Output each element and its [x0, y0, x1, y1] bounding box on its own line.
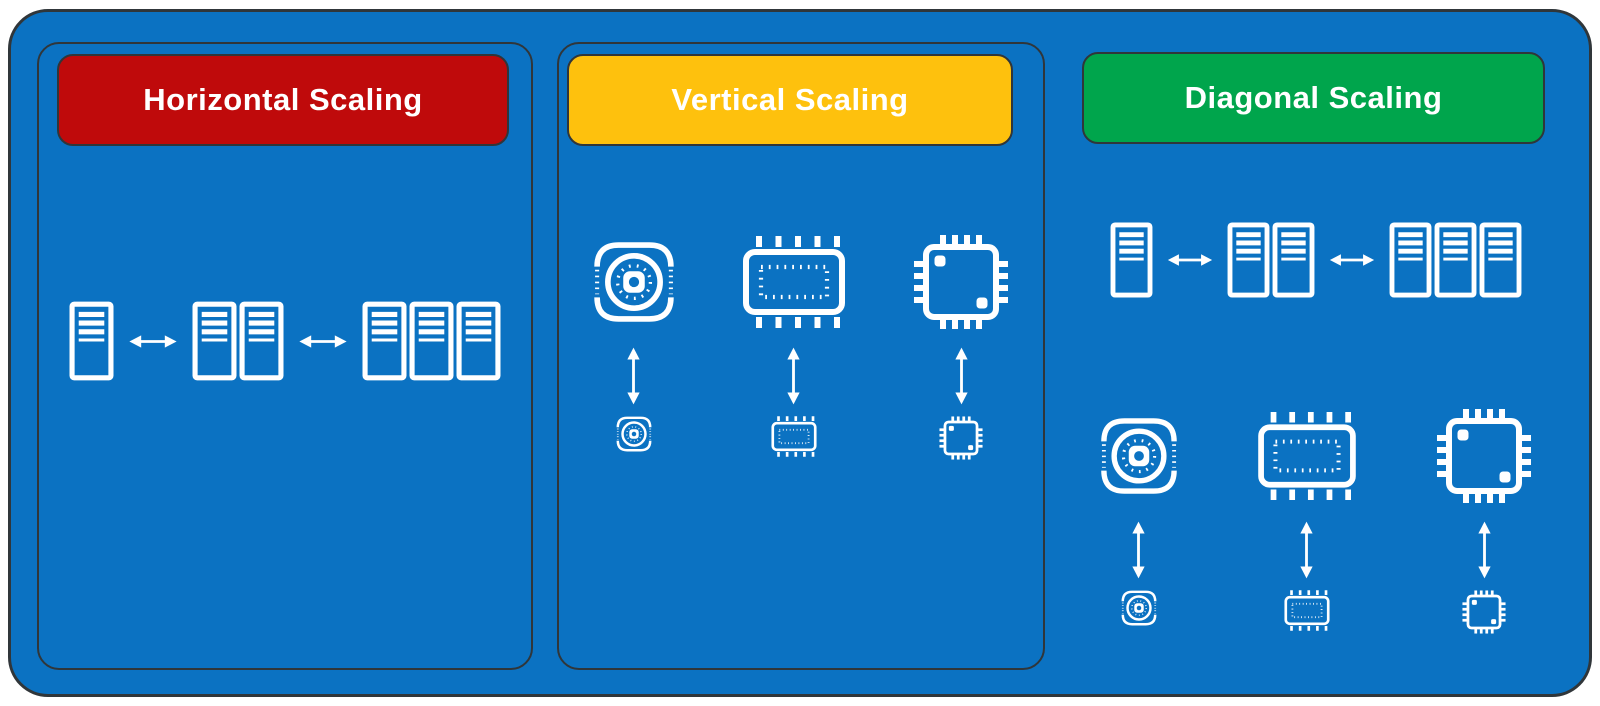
vertical-arrow-icon	[953, 346, 970, 406]
hard-disk-icon	[1100, 417, 1178, 495]
big-memory-slot	[742, 234, 846, 330]
memory-resize-column	[742, 234, 846, 460]
hard-disk-icon	[593, 241, 675, 323]
horizontal-scaling-title: Horizontal Scaling	[143, 82, 423, 117]
horizontal-scaling-header: Horizontal Scaling	[57, 54, 509, 146]
diagonal-scaling-title: Diagonal Scaling	[1184, 80, 1443, 115]
server-icon	[1479, 222, 1522, 298]
hard-disk-icon	[616, 416, 652, 452]
panel-horizontal-scaling: Horizontal Scaling	[37, 42, 533, 670]
panel-vertical-scaling: Vertical Scaling	[557, 42, 1045, 670]
horizontal-arrow-icon	[298, 333, 348, 350]
vertical-resize-diagram	[559, 234, 1043, 460]
horizontal-arrow-icon	[1167, 252, 1213, 268]
cpu-icon	[939, 416, 983, 460]
server-icon	[1434, 222, 1477, 298]
horizontal-server-diagram	[39, 301, 531, 381]
small-memory-slot	[771, 416, 817, 457]
cpu-resize-column	[1436, 408, 1532, 634]
cpu-icon	[1436, 408, 1532, 504]
vertical-arrow-icon	[1298, 520, 1315, 580]
diagonal-scaling-header: Diagonal Scaling	[1082, 52, 1545, 144]
vertical-arrow-icon	[1476, 520, 1493, 580]
server-icon	[192, 301, 237, 381]
small-cpu-slot	[939, 416, 983, 460]
server-icon	[1389, 222, 1432, 298]
diagonal-server-diagram	[1060, 222, 1572, 298]
diagonal-resize-diagram	[1060, 408, 1572, 634]
server-group-two	[1227, 222, 1315, 298]
disk-resize-column	[1100, 408, 1178, 634]
big-disk-slot	[593, 234, 675, 330]
disk-arrow-slot	[625, 346, 642, 406]
diagram-canvas: Horizontal Scaling	[8, 9, 1592, 697]
memory-resize-column	[1257, 408, 1357, 634]
horizontal-arrow-icon	[1329, 252, 1375, 268]
memory-arrow-slot	[1298, 520, 1315, 580]
big-cpu-slot	[913, 234, 1009, 330]
small-disk-slot	[616, 416, 652, 452]
big-cpu-slot	[1436, 408, 1532, 504]
cpu-icon	[913, 234, 1009, 330]
cpu-resize-column	[913, 234, 1009, 460]
server-icon	[456, 301, 501, 381]
server-icon	[239, 301, 284, 381]
server-icon	[362, 301, 407, 381]
server-icon	[409, 301, 454, 381]
cpu-arrow-slot	[1476, 520, 1493, 580]
small-disk-slot	[1121, 590, 1157, 626]
memory-icon	[742, 236, 846, 328]
panel-diagonal-scaling: Diagonal Scaling	[1060, 42, 1572, 670]
horizontal-arrow-icon	[128, 333, 178, 350]
big-disk-slot	[1100, 408, 1178, 504]
big-memory-slot	[1257, 408, 1357, 504]
server-icon	[69, 301, 114, 381]
vertical-arrow-icon	[1130, 520, 1147, 580]
vertical-scaling-title: Vertical Scaling	[671, 82, 909, 117]
disk-arrow-slot	[1130, 520, 1147, 580]
small-memory-slot	[1284, 590, 1330, 631]
server-icon	[1227, 222, 1270, 298]
vertical-arrow-icon	[625, 346, 642, 406]
hard-disk-icon	[1121, 590, 1157, 626]
memory-icon	[1257, 412, 1357, 500]
vertical-scaling-header: Vertical Scaling	[567, 54, 1013, 146]
cpu-arrow-slot	[953, 346, 970, 406]
server-group-three	[362, 301, 501, 381]
memory-icon	[1284, 590, 1330, 631]
server-group-two	[192, 301, 284, 381]
vertical-arrow-icon	[785, 346, 802, 406]
server-group-three	[1389, 222, 1522, 298]
small-cpu-slot	[1462, 590, 1506, 634]
server-group-one	[1110, 222, 1153, 298]
server-group-one	[69, 301, 114, 381]
memory-arrow-slot	[785, 346, 802, 406]
server-icon	[1110, 222, 1153, 298]
cpu-icon	[1462, 590, 1506, 634]
memory-icon	[771, 416, 817, 457]
server-icon	[1272, 222, 1315, 298]
disk-resize-column	[593, 234, 675, 460]
